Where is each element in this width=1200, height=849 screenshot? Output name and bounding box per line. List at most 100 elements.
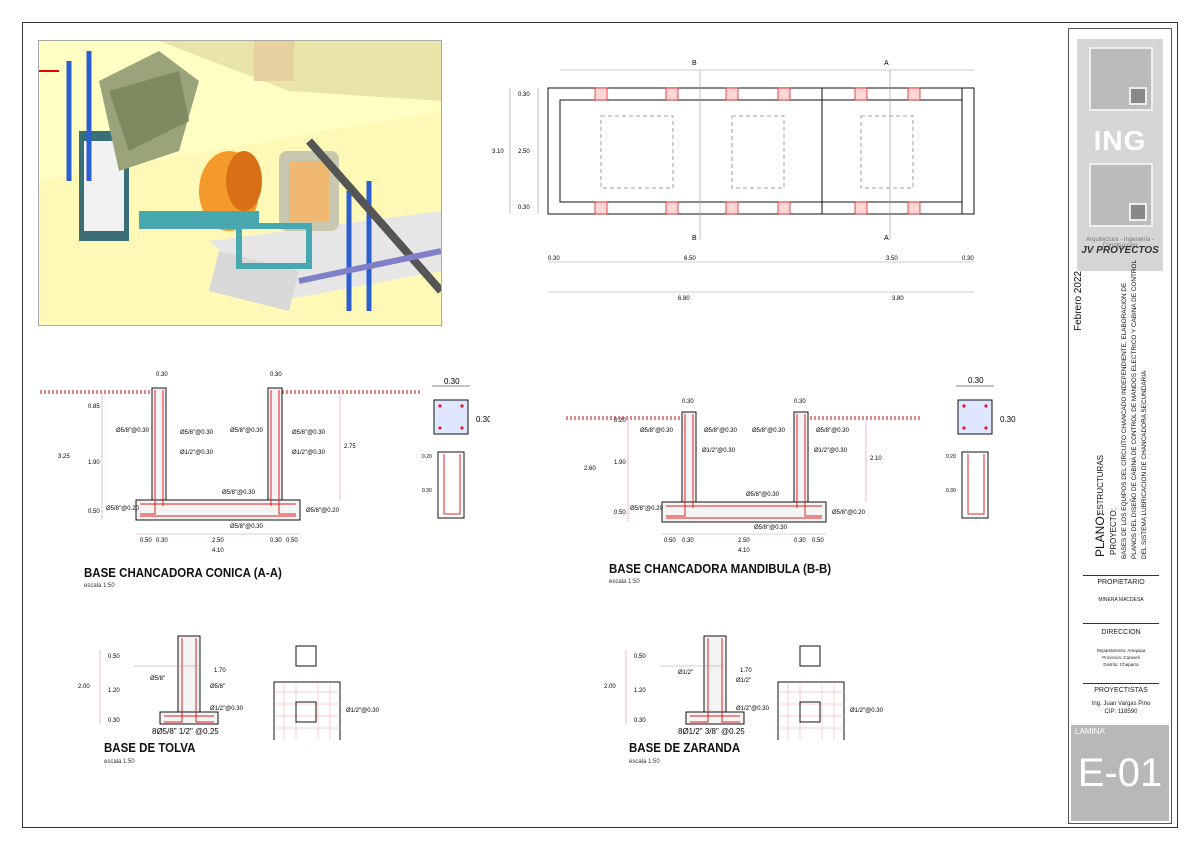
conica-bottom-dim-2: 2.50: [212, 538, 224, 544]
conica-col-dim-0: 0.30: [444, 377, 460, 386]
plan-dim-left-total: 3.10: [492, 149, 504, 155]
mandibula-col-dim-0: 0.30: [968, 376, 984, 385]
zaranda-rebar-0: Ø1/2": [678, 670, 693, 676]
equipment-3d-render: [38, 40, 442, 326]
proyecto-line-2: PLANOS DEL DISEÑO DE CABINA DE CONTROL D…: [1131, 259, 1138, 559]
zaranda-left-dim-1: 1.20: [634, 688, 646, 694]
proyecto-line-3: DEL SISTEMA LUBRICACION DE CHANCADORA SE…: [1141, 370, 1148, 559]
plan-dim-left-top: 0.30: [518, 92, 530, 98]
conica-left-dim-total: 3.25: [58, 454, 70, 460]
conica-col-side-0: 0.20: [422, 454, 432, 460]
proyectista-cip: CIP: 118590: [1104, 709, 1138, 715]
conica-total-dim: 4.10: [212, 548, 224, 554]
plan-dim-bottom-0: 0.30: [548, 256, 560, 262]
conica-right-dim: 2.75: [344, 444, 356, 450]
plan-dim-total-0: 6.80: [678, 296, 690, 302]
direccion-line-1: Departamento: Arequipa: [1096, 648, 1146, 653]
proyectistas-label: PROYECTISTAS: [1094, 687, 1148, 694]
conica-top-dim-0: 0.30: [156, 372, 168, 378]
tolva-bottom-label: 8Ø5/8" 1/2" @0.25: [152, 727, 219, 736]
mandibula-col-dim-1: 0.30: [1000, 415, 1016, 424]
plan-dim-bottom-2: 3.50: [886, 256, 898, 262]
conica-rebar-9: Ø5/8"@0.30: [230, 524, 264, 530]
foundation-plan-view: B A B A 0.30 2.50 0.30 3.10 0.30 6.50 3.…: [492, 60, 975, 302]
mandibula-total-dim: 4.10: [738, 548, 750, 554]
mandibula-rebar-3: Ø5/8"@0.30: [816, 428, 850, 434]
plan-dim-left-bot: 0.30: [518, 205, 530, 211]
tolva-rebar-1: Ø5/8": [210, 684, 225, 690]
proyecto-line-1: BASES DE LOS EQUIPOS DEL CIRCUITO CHANCA…: [1121, 282, 1128, 559]
zaranda-rebar-2: Ø1/2"@0.30: [736, 706, 770, 712]
conica-rebar-0: Ø5/8"@0.30: [116, 428, 150, 434]
zaranda-right-dim: 1.70: [740, 668, 752, 674]
conica-col-dim-1: 0.30: [476, 415, 490, 424]
conica-rebar-4: Ø1/2"@0.30: [180, 450, 214, 456]
tolva-title: BASE DE TOLVA: [104, 741, 196, 755]
mandibula-bottom-dim-2: 2.50: [738, 538, 750, 544]
plan-dim-bottom-1: 6.50: [684, 256, 696, 262]
propietario-label: PROPIETARIO: [1097, 579, 1145, 586]
section-zaranda: 0.50 1.20 0.30 2.00 1.70 Ø1/2" Ø1/2" Ø1/…: [604, 635, 884, 740]
mandibula-bottom-dim-4: 0.50: [812, 538, 824, 544]
mandibula-rebar-4: Ø1/2"@0.30: [702, 448, 736, 454]
conica-scale: escala 1:50: [84, 583, 115, 589]
conica-bottom-dim-1: 0.30: [156, 538, 168, 544]
proyectista-name: Ing. Juan Vargas Pino: [1091, 701, 1151, 707]
zaranda-left-dim-0: 0.50: [634, 654, 646, 660]
section-mark-b-top: B: [692, 60, 697, 67]
conica-left-dim-1: 1.90: [88, 460, 100, 466]
plano-value: ESTRUCTURAS: [1096, 454, 1105, 515]
tolva-scale: escala 1:50: [104, 759, 135, 765]
conica-left-dim-2: 0.50: [88, 509, 100, 515]
mandibula-rebar-8: Ø5/8"@0.20: [832, 510, 866, 516]
conica-bottom-dim-3: 0.30: [270, 538, 282, 544]
mandibula-rebar-5: Ø1/2"@0.30: [814, 448, 848, 454]
mandibula-rebar-1: Ø5/8"@0.30: [704, 428, 738, 434]
section-tolva: 0.50 1.20 0.30 2.00 1.70 Ø5/8" Ø5/8" Ø1/…: [78, 635, 380, 740]
conica-rebar-8: Ø5/8"@0.20: [306, 508, 340, 514]
direccion-line-2: Provincia: Caraveli: [1102, 655, 1140, 660]
section-mark-a-top: A: [884, 60, 889, 67]
mandibula-rebar-7: Ø5/8"@0.20: [630, 506, 664, 512]
mandibula-left-dim-1: 1.90: [614, 460, 626, 466]
tolva-left-dim-total: 2.00: [78, 684, 90, 690]
proyecto-label: PROYECTO:: [1109, 508, 1118, 555]
mandibula-col-side-0: 0.20: [946, 454, 956, 460]
conica-column-detail: 0.30 0.20 0.30: [422, 385, 490, 519]
logo-tagline: Arquitectura - Ingenieria - Construccion: [1086, 237, 1154, 249]
mandibula-top-dim-0: 0.30: [682, 399, 694, 405]
conica-title: BASE CHANCADORA CONICA (A-A): [84, 566, 282, 580]
direccion-line-3: Distrito: Chaparra: [1103, 662, 1139, 667]
section-conica: 0.30 0.30 0.85 1.90 0.50 3.25 2.75 Ø5/8"…: [40, 372, 469, 554]
tolva-left-dim-2: 0.30: [108, 718, 120, 724]
mandibula-rebar-6: Ø5/8"@0.30: [746, 492, 780, 498]
lamina-label: LAMINA: [1075, 727, 1105, 736]
company-logo: ING: [1077, 39, 1163, 271]
direccion-label: DIRECCION: [1101, 629, 1141, 636]
plan-date: Febrero 2022: [1073, 270, 1084, 331]
tolva-rebar-0: Ø5/8": [150, 676, 165, 682]
plan-dim-bottom-3: 0.30: [962, 256, 974, 262]
plano-label: PLANO:: [1093, 512, 1107, 557]
tolva-plan-rebar: Ø1/2"@0.30: [346, 708, 380, 714]
section-mark-a-bottom: A: [884, 235, 889, 242]
mandibula-bottom-dim-0: 0.50: [664, 538, 676, 544]
logo-ing-text: ING: [1093, 125, 1147, 156]
mandibula-right-dim: 2.10: [870, 456, 882, 462]
title-block: ING Arquitectura - Ingenieria - Construc…: [1068, 28, 1172, 824]
mandibula-bottom-dim-3: 0.30: [794, 538, 806, 544]
conica-rebar-3: Ø5/8"@0.30: [292, 430, 326, 436]
conica-bottom-dim-0: 0.50: [140, 538, 152, 544]
conica-rebar-6: Ø5/8"@0.30: [222, 490, 256, 496]
zaranda-plan-rebar: Ø1/2"@0.30: [850, 708, 884, 714]
zaranda-left-dim-total: 2.00: [604, 684, 616, 690]
conica-rebar-5: Ø1/2"@0.30: [292, 450, 326, 456]
conica-rebar-7: Ø5/8"@0.20: [106, 506, 140, 512]
logo-brand: JV PROYECTOS: [1081, 245, 1159, 256]
conica-top-dim-1: 0.30: [270, 372, 282, 378]
zaranda-bottom-label: 8Ø1/2" 3/8" @0.25: [678, 727, 745, 736]
sheet-frame: [22, 22, 1178, 828]
tolva-right-dim: 1.70: [214, 668, 226, 674]
mandibula-rebar-2: Ø5/8"@0.30: [752, 428, 786, 434]
